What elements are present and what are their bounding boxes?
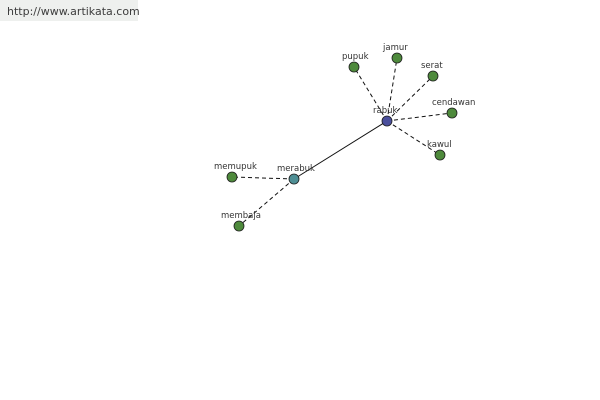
node-merabuk[interactable]: merabuk <box>277 164 315 185</box>
node-label-memupuk[interactable]: memupuk <box>214 162 257 172</box>
node-dot-cendawan[interactable] <box>446 107 458 119</box>
node-kawul[interactable]: kawul <box>427 140 452 161</box>
node-label-kawul[interactable]: kawul <box>427 140 452 150</box>
node-dot-kawul[interactable] <box>434 149 446 161</box>
node-serat[interactable]: serat <box>421 61 443 82</box>
node-dot-memupuk[interactable] <box>226 171 238 183</box>
node-pupuk[interactable]: pupuk <box>342 52 369 73</box>
node-dot-merabuk[interactable] <box>288 173 300 185</box>
url-banner: http://www.artikata.com <box>0 0 140 21</box>
edge-merabuk-membaja <box>238 178 295 227</box>
graph-nodes: rabuk merabuk pupuk jamur serat cendawan kawul… <box>214 43 475 232</box>
node-label-rabuk[interactable]: rabuk <box>373 106 397 116</box>
node-label-cendawan[interactable]: cendawan <box>432 98 475 108</box>
node-jamur[interactable]: jamur <box>382 43 408 64</box>
node-membaja[interactable]: membaja <box>221 211 261 232</box>
edge-rabuk-pupuk <box>353 66 388 122</box>
node-dot-jamur[interactable] <box>391 52 403 64</box>
node-label-membaja[interactable]: membaja <box>221 211 261 221</box>
edge-rabuk-merabuk <box>293 120 388 180</box>
edge-rabuk-cendawan <box>386 112 453 122</box>
node-rabuk[interactable]: rabuk <box>373 106 397 127</box>
edge-rabuk-jamur <box>386 57 398 122</box>
node-label-pupuk[interactable]: pupuk <box>342 52 369 62</box>
node-dot-membaja[interactable] <box>233 220 245 232</box>
node-dot-serat[interactable] <box>427 70 439 82</box>
source-url[interactable]: http://www.artikata.com <box>7 5 140 18</box>
edge-merabuk-memupuk <box>231 176 295 180</box>
node-cendawan[interactable]: cendawan <box>432 98 475 119</box>
graph-edges <box>231 57 453 227</box>
node-dot-pupuk[interactable] <box>348 61 360 73</box>
node-label-merabuk[interactable]: merabuk <box>277 164 315 174</box>
node-label-jamur[interactable]: jamur <box>382 43 408 53</box>
edge-rabuk-kawul <box>386 120 441 156</box>
node-dot-rabuk[interactable] <box>381 115 393 127</box>
edge-rabuk-serat <box>386 75 434 122</box>
node-memupuk[interactable]: memupuk <box>214 162 257 183</box>
node-label-serat[interactable]: serat <box>421 61 443 71</box>
